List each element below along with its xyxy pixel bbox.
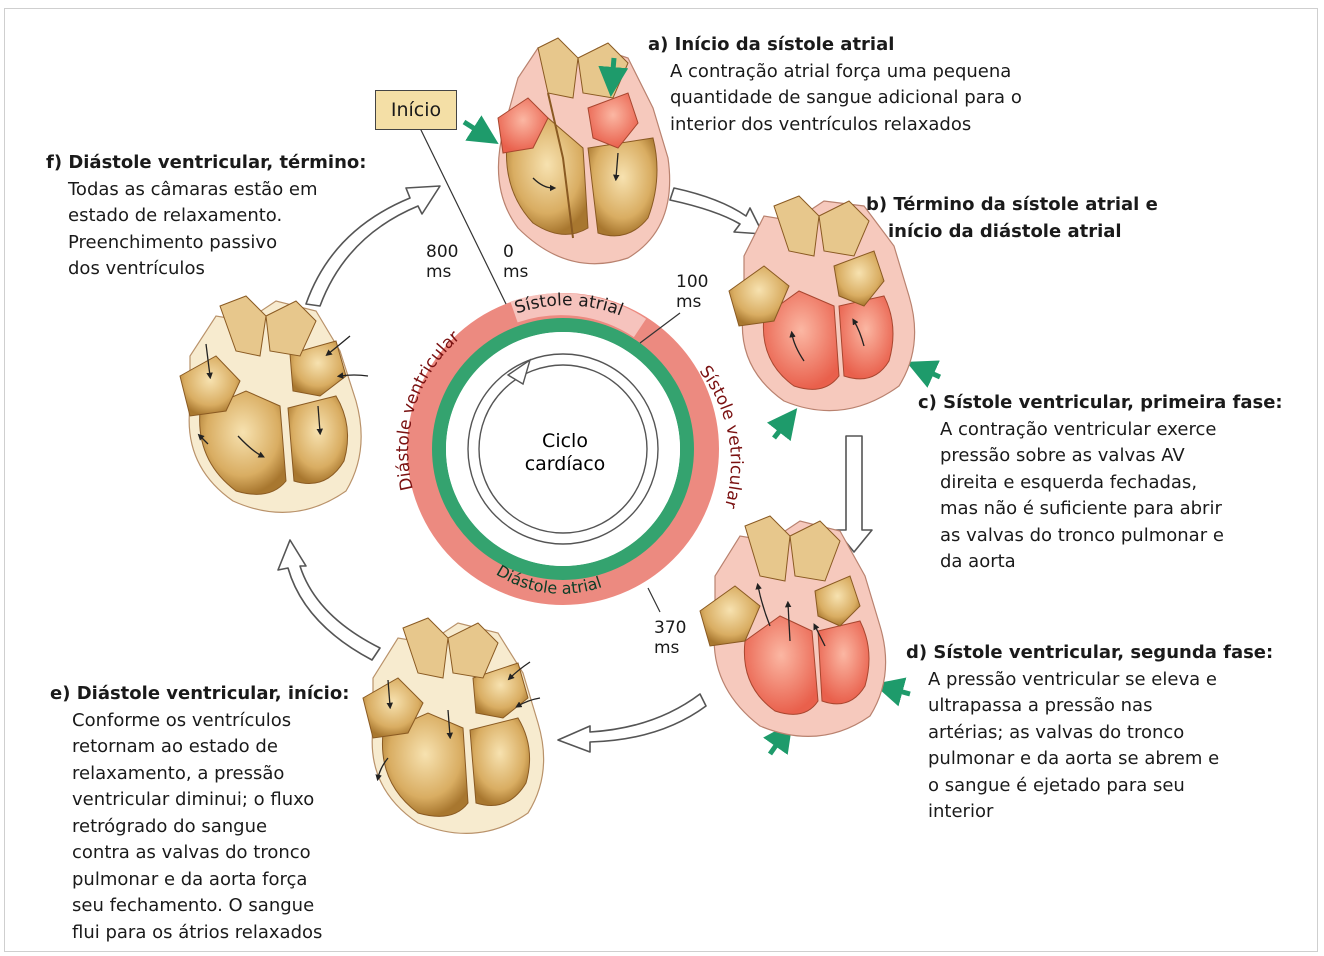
heart-illustration-f — [180, 296, 368, 512]
heart-illustration-d — [700, 516, 886, 736]
phase-d-title: d) Sístole ventricular, segunda fase: — [906, 640, 1296, 667]
phase-e-description: Conforme os ventrículos retornam ao esta… — [50, 708, 380, 947]
phase-b-title-line2: início da diástole atrial — [866, 219, 1186, 246]
phase-b-label: b) Término da sístole atrial e início da… — [866, 192, 1186, 245]
center-label-line2: cardíaco — [525, 453, 606, 475]
phase-b-title-line1: b) Término da sístole atrial e — [866, 192, 1186, 219]
phase-c-description: A contração ventricular exerce pressão s… — [918, 417, 1298, 576]
heart-illustration-a — [498, 38, 670, 264]
arrow-e-to-f — [278, 540, 380, 660]
arrow-d-to-e — [558, 694, 706, 752]
phase-f-label: f) Diástole ventricular, término: Todas … — [46, 150, 406, 283]
heart-illustration-e — [363, 618, 544, 833]
start-box: Início — [375, 90, 457, 130]
phase-e-title: e) Diástole ventricular, início: — [50, 681, 380, 708]
arrow-a-to-b — [670, 188, 763, 234]
phase-a-title: a) Início da sístole atrial — [648, 32, 1078, 59]
phase-a-description: A contração atrial força uma pequena qua… — [648, 59, 1078, 139]
phase-f-title: f) Diástole ventricular, término: — [46, 150, 406, 177]
phase-c-title: c) Sístole ventricular, primeira fase: — [918, 390, 1298, 417]
phase-c-label: c) Sístole ventricular, primeira fase: A… — [918, 390, 1298, 576]
phase-a-label: a) Início da sístole atrial A contração … — [648, 32, 1078, 138]
phase-d-description: A pressão ventricular se eleva e ultrapa… — [906, 667, 1296, 826]
phase-e-label: e) Diástole ventricular, início: Conform… — [50, 681, 380, 946]
phase-d-label: d) Sístole ventricular, segunda fase: A … — [906, 640, 1296, 826]
center-label-line1: Ciclo — [542, 430, 588, 452]
phase-f-description: Todas as câmaras estão em estado de rela… — [46, 177, 406, 283]
